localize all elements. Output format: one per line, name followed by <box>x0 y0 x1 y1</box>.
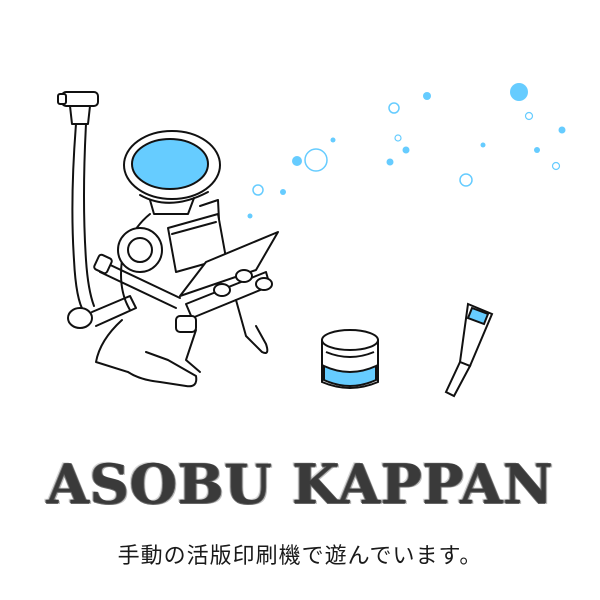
press-platen <box>175 231 279 333</box>
press-head <box>123 130 221 215</box>
lever-arm <box>57 91 137 329</box>
ink-can-icon <box>321 329 379 389</box>
letterpress-robot-illustration <box>57 83 566 398</box>
brand-title: ASOBU KAPPAN <box>46 452 554 516</box>
brand-tagline: 手動の活版印刷機で遊んでいます。 <box>117 544 483 569</box>
press-body <box>93 199 227 311</box>
ink-tube-icon <box>444 302 494 398</box>
bubbles-decoration <box>247 83 566 219</box>
press-legs <box>95 299 269 388</box>
